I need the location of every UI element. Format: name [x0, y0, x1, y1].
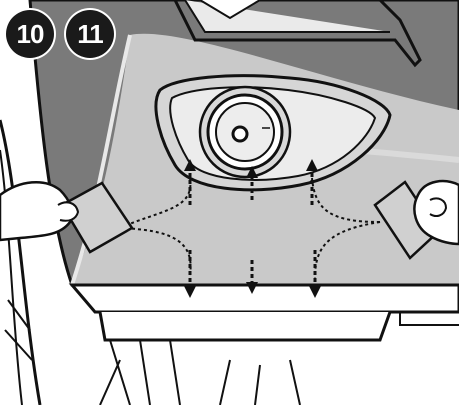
lower-bumper-lip: [72, 285, 459, 405]
step-number-badge: 10: [6, 10, 54, 58]
wheel: [0, 120, 40, 405]
step-number-badge: 11: [66, 10, 114, 58]
